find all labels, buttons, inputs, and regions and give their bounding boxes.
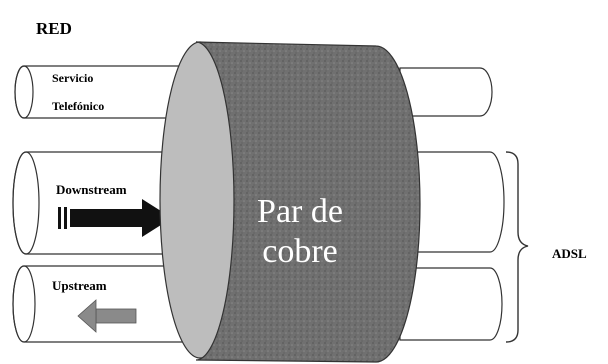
label-upstream: Upstream [52,278,107,293]
tube-downstream-right [399,151,505,253]
label-servicio: Servicio [52,71,93,85]
tube-upstream-right [399,267,503,341]
copper-body [195,41,421,363]
network-label: RED [36,19,72,38]
downstream-arrow-icon [58,199,172,237]
core-label-line1: Par de [257,193,343,230]
right-tubes [399,67,505,341]
label-downstream: Downstream [56,182,127,197]
core-label-line2: cobre [262,233,338,270]
upstream-arrow-icon [77,299,137,333]
adsl-label: ADSL [552,246,587,261]
copper-pair-cylinder [159,41,421,363]
label-telefonico: Telefónico [52,99,104,113]
curly-brace-icon [505,151,529,343]
tube-telefonico-right [399,67,493,117]
